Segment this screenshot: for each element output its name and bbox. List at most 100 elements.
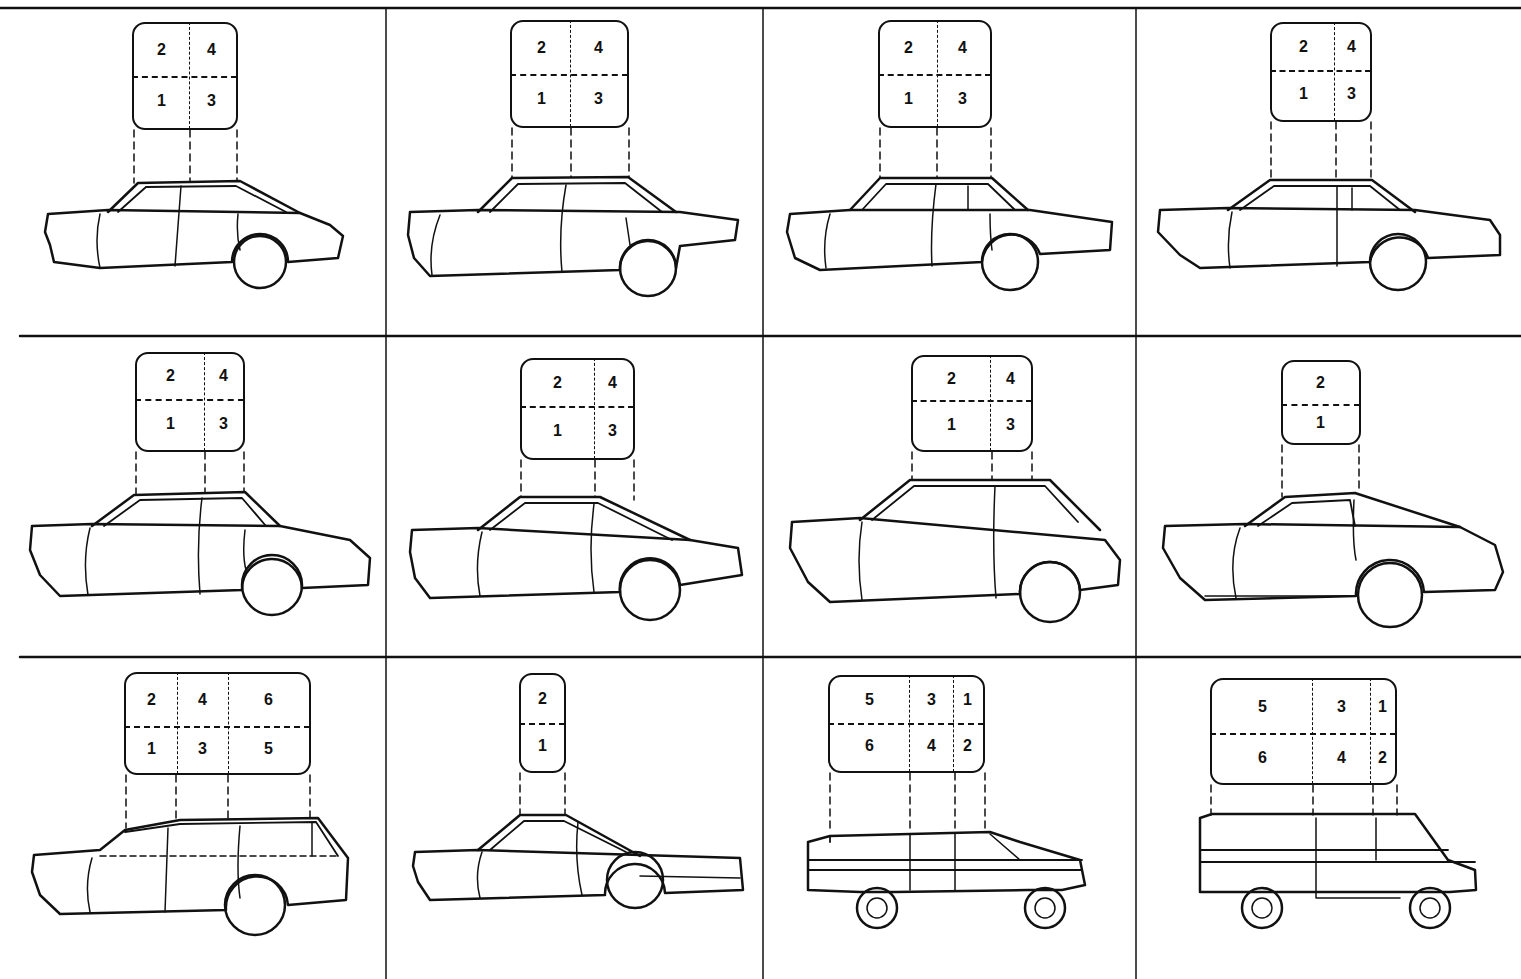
car-outline [1163,493,1503,627]
window-number: 2 [1376,749,1389,767]
window-number: 6 [863,737,876,755]
grid-lines [0,8,1521,979]
divider-line [570,20,571,127]
window-number-box: 2 4 1 3 [878,20,992,128]
divider-line [1210,733,1396,735]
divider-line [124,726,310,728]
divider-line [177,672,178,774]
window-number: 2 [945,370,958,388]
window-number-box: 21 [519,673,566,773]
divider-line [1334,22,1335,121]
window-number: 2 [551,374,564,392]
car-outline [1200,814,1476,928]
window-number: 4 [925,737,938,755]
window-number-box: 2 4 6 1 3 5 [124,672,311,775]
car-outline [808,832,1085,928]
window-number: 2 [535,39,548,57]
window-number: 2 [961,737,974,755]
divider-line [878,74,991,76]
window-number: 1 [902,90,915,108]
divider-line [228,672,229,774]
window-guides [126,122,1397,832]
divider-line [135,399,244,401]
window-number: 4 [1335,749,1348,767]
divider-line [990,355,991,451]
window-number: 6 [262,691,275,709]
window-number: 4 [1004,370,1017,388]
window-number: 3 [925,691,938,709]
window-number: 5 [1256,698,1269,716]
window-number-box: 21 [1281,360,1361,445]
window-number-box: 2 4 1 3 [135,352,245,452]
car-outline [32,818,348,935]
car-outline [408,177,738,296]
window-number: 1 [535,90,548,108]
car-outline [413,815,743,908]
window-number-box: 5 3 1 6 4 2 [1210,678,1397,785]
divider-line [189,22,190,129]
divider-line [594,358,595,459]
divider-line [937,20,938,127]
window-number: 3 [956,90,969,108]
car-outline [410,497,742,620]
car-outline [790,480,1120,622]
window-number: 3 [606,422,619,440]
divider-line [828,723,984,725]
window-number: 3 [217,415,230,433]
window-number: 1 [536,737,549,755]
window-number-box: 2413 [1270,22,1372,122]
divider-line [1370,678,1371,784]
window-number: 2 [902,39,915,57]
window-number: 4 [956,39,969,57]
window-number: 5 [863,691,876,709]
window-number: 1 [1297,85,1310,103]
divider-line [204,352,205,451]
car-outline [30,492,370,615]
window-number: 3 [1345,85,1358,103]
window-number: 4 [205,41,218,59]
divider-line [1270,70,1371,72]
divider-line [909,675,910,772]
window-number: 2 [1314,374,1327,392]
divider-line [953,675,954,772]
window-number: 4 [606,374,619,392]
divider-line [911,400,1032,402]
window-number-box: 2 4 1 3 [911,355,1033,452]
divider-line [520,406,634,408]
car-outline [787,178,1112,290]
window-number: 2 [164,367,177,385]
divider-line [1312,678,1313,784]
window-number: 3 [1004,416,1017,434]
window-number: 2 [155,41,168,59]
window-number: 4 [1345,38,1358,56]
window-number-box: 2413 [132,22,238,130]
window-number-box: 5 3 1 6 4 2 [828,675,985,773]
window-number: 1 [1314,414,1327,432]
window-number: 2 [536,690,549,708]
window-number: 1 [164,415,177,433]
window-number: 3 [1335,698,1348,716]
window-number: 3 [196,740,209,758]
window-number: 1 [945,416,958,434]
window-number: 4 [592,39,605,57]
window-number: 1 [961,691,974,709]
divider-line [519,723,565,725]
window-number: 5 [262,740,275,758]
window-number: 1 [551,422,564,440]
window-number: 2 [145,691,158,709]
window-number: 4 [196,691,209,709]
divider-line [1281,404,1360,406]
window-number: 3 [592,90,605,108]
window-number: 4 [217,367,230,385]
window-number: 6 [1256,749,1269,767]
car-outline [1158,180,1500,290]
window-number-box: 2 4 1 3 [510,20,629,128]
car-outline [45,181,343,288]
divider-line [510,74,628,76]
divider-line [132,76,237,78]
window-number-box: 2 4 1 3 [520,358,635,460]
window-number: 1 [1376,698,1389,716]
window-number: 1 [145,740,158,758]
